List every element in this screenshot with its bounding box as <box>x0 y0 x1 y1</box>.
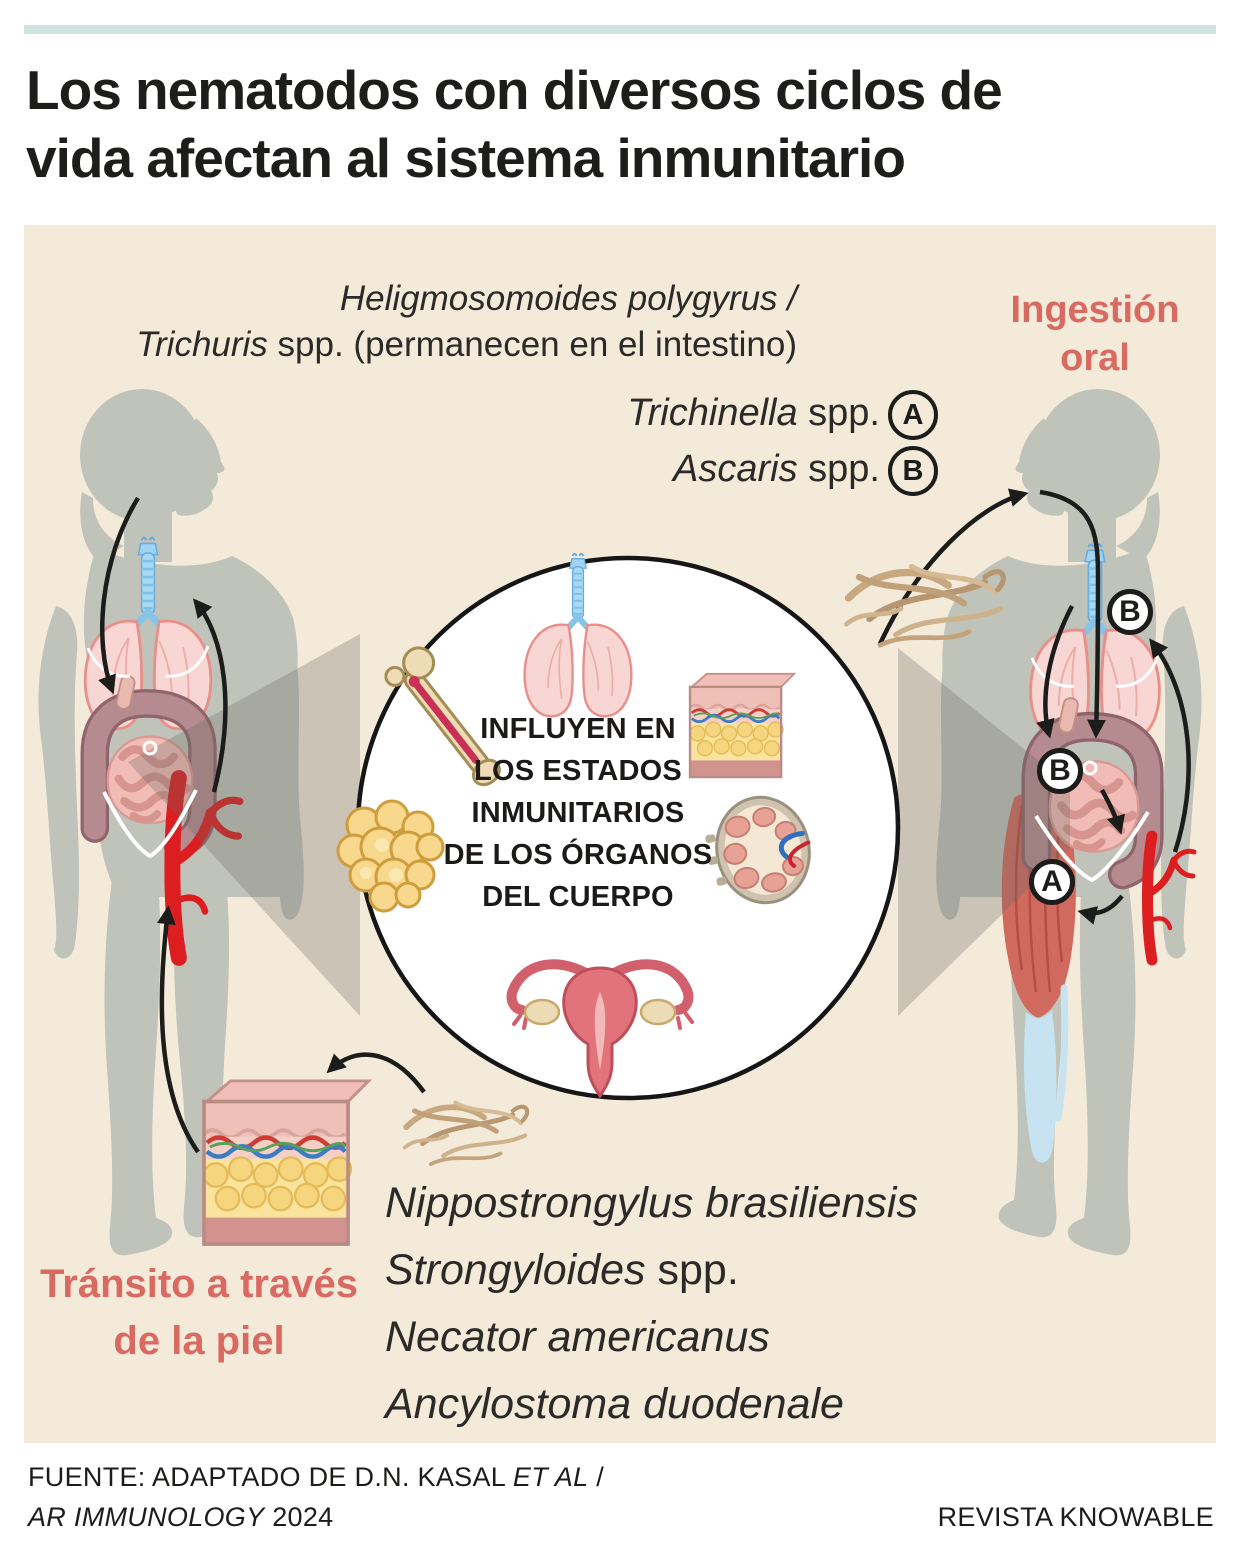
ascaris-label: Ascaris spp. <box>673 448 880 490</box>
oral-ingestion-label: Ingestión oral <box>1010 289 1180 379</box>
species-necator: Necator americanus <box>385 1313 770 1361</box>
source-line-2: AR IMMUNOLOGY 2024 <box>28 1502 334 1532</box>
oral-species-labels: Heligmosomoides polygyrus / Trichuris sp… <box>136 276 797 368</box>
title-line-1: Los nematodos con diversos ciclos de <box>26 59 1003 121</box>
page-title: Los nematodos con diversos ciclos de vid… <box>26 56 1196 192</box>
badge-a-muscle: A <box>1029 859 1075 905</box>
badge-a-legend: A <box>888 390 938 440</box>
trichinella-label: Trichinella spp. <box>627 392 880 434</box>
badge-b-lung: B <box>1107 589 1153 635</box>
heligmosomoides-label: Heligmosomoides polygyrus / <box>339 279 797 318</box>
skin-transit-label: Tránsito a través de la piel <box>40 1262 358 1363</box>
badge-b-legend: B <box>888 446 938 496</box>
circle-caption: INFLUYEN EN LOS ESTADOS INMUNITARIOS DE … <box>443 713 713 913</box>
skin-species-list: Nippostrongylus brasiliensis Strongyloid… <box>385 1170 918 1438</box>
top-accent-bar <box>24 25 1216 34</box>
publication-credit: REVISTA KNOWABLE <box>937 1502 1214 1532</box>
source-line-1: FUENTE: ADAPTADO DE D.N. KASAL ET AL / <box>28 1462 605 1492</box>
species-nippostrongylus: Nippostrongylus brasiliensis <box>385 1179 918 1227</box>
species-ancylostoma: Ancylostoma duodenale <box>385 1380 844 1428</box>
trichuris-label: Trichuris spp. (permanecen en el intesti… <box>136 325 797 364</box>
badge-b-intestine: B <box>1037 748 1083 794</box>
title-line-2: vida afectan al sistema inmunitario <box>26 127 906 189</box>
species-strongyloides: Strongyloides spp. <box>385 1246 739 1294</box>
